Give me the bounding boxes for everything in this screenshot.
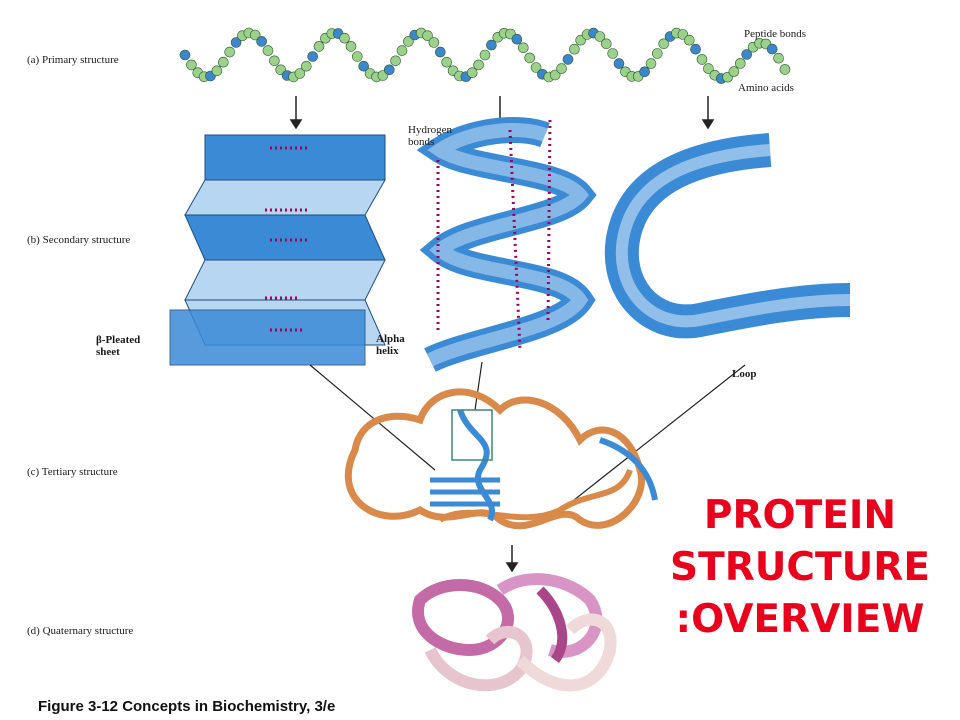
amino-acid-bead bbox=[741, 49, 753, 60]
amino-acid-bead bbox=[556, 63, 567, 74]
amino-acid-bead bbox=[645, 58, 657, 69]
tertiary-structure bbox=[344, 388, 658, 530]
amino-acid-bead bbox=[600, 38, 612, 50]
amino-acid-bead bbox=[403, 36, 414, 47]
amino-acid-bead bbox=[524, 52, 536, 64]
amino-acid-bead bbox=[690, 43, 701, 55]
amino-acid-bead bbox=[766, 43, 778, 55]
arrows-to-tertiary bbox=[309, 361, 746, 516]
amino-acid-bead bbox=[728, 66, 740, 77]
amino-acid-bead bbox=[351, 51, 363, 62]
amino-acid-bead bbox=[428, 37, 440, 48]
amino-acid-bead bbox=[294, 68, 306, 79]
loop-ribbon bbox=[604, 133, 851, 339]
amino-acid-bead bbox=[479, 49, 491, 61]
amino-acid-bead bbox=[466, 67, 478, 78]
amino-acid-bead bbox=[422, 30, 433, 42]
amino-acid-bead bbox=[594, 31, 606, 42]
amino-acid-bead bbox=[530, 62, 542, 73]
amino-acid-bead bbox=[211, 65, 223, 77]
tertiary-structure-label: (c) Tertiary structure bbox=[27, 466, 118, 478]
amino-acid-bead bbox=[218, 56, 229, 68]
peptide-bonds-label: Peptide bonds bbox=[744, 28, 807, 40]
secondary-structure-label: (b) Secondary structure bbox=[27, 234, 131, 246]
amino-acid-bead bbox=[345, 41, 357, 52]
primary-structure-chain bbox=[179, 27, 791, 84]
amino-acid-bead bbox=[434, 46, 446, 58]
alpha-helix bbox=[416, 117, 597, 372]
alpha-helix-label-1: Alpha bbox=[376, 333, 405, 345]
amino-acid-bead bbox=[383, 64, 395, 76]
quaternary-structure-label: (d) Quaternary structure bbox=[27, 625, 134, 637]
amino-acid-bead bbox=[779, 64, 791, 75]
hydrogen-bonds-label-2: bonds bbox=[408, 136, 435, 148]
amino-acid-bead bbox=[186, 59, 197, 71]
amino-acid-bead bbox=[262, 45, 274, 56]
amino-acid-bead bbox=[511, 33, 523, 45]
amino-acid-bead bbox=[639, 66, 650, 78]
page-title: PROTEIN STRUCTURE :OVERVIEW bbox=[650, 490, 950, 646]
beta-pleated-label-2: sheet bbox=[96, 346, 120, 358]
amino-acid-bead bbox=[224, 46, 235, 58]
amino-acid-bead bbox=[549, 69, 561, 81]
amino-acid-bead bbox=[651, 48, 663, 59]
amino-acid-bead bbox=[339, 32, 350, 44]
amino-acid-bead bbox=[358, 60, 370, 72]
loop-label: Loop bbox=[732, 368, 757, 380]
alpha-helix-label-2: helix bbox=[376, 345, 399, 357]
amino-acid-bead bbox=[256, 36, 267, 47]
amino-acid-bead bbox=[390, 55, 401, 67]
amino-acid-bead bbox=[696, 54, 708, 65]
amino-acid-bead bbox=[300, 60, 312, 72]
amino-acid-bead bbox=[613, 58, 625, 69]
amino-acid-bead bbox=[396, 45, 408, 56]
amino-acid-bead bbox=[517, 42, 529, 54]
title-line-1: PROTEIN bbox=[703, 493, 897, 538]
amino-acid-bead bbox=[703, 63, 714, 74]
amino-acid-bead bbox=[658, 38, 670, 50]
amino-acid-bead bbox=[473, 59, 484, 71]
amino-acid-bead bbox=[313, 41, 325, 52]
amino-acid-bead bbox=[269, 55, 280, 67]
beta-pleated-sheet bbox=[169, 134, 386, 366]
amino-acid-bead bbox=[569, 43, 580, 55]
amino-acid-bead bbox=[683, 34, 695, 46]
primary-structure-label: (a) Primary structure bbox=[27, 54, 119, 66]
amino-acid-bead bbox=[734, 58, 746, 69]
title-line-3: :OVERVIEW bbox=[675, 597, 925, 642]
quaternary-structure bbox=[412, 573, 617, 692]
amino-acid-bead bbox=[230, 37, 242, 48]
amino-acid-bead bbox=[773, 52, 784, 64]
amino-acid-bead bbox=[562, 54, 574, 65]
title-line-2: STRUCTURE bbox=[670, 545, 930, 590]
amino-acid-bead bbox=[179, 49, 191, 61]
amino-acid-bead bbox=[486, 39, 497, 51]
figure-caption: Figure 3-12 Concepts in Biochemistry, 3/… bbox=[38, 698, 336, 715]
amino-acid-bead bbox=[307, 51, 319, 62]
amino-acid-bead bbox=[441, 56, 453, 68]
amino-acids-label: Amino acids bbox=[738, 82, 794, 94]
amino-acid-bead bbox=[607, 48, 619, 59]
beta-pleated-label-1: β-Pleated bbox=[96, 334, 141, 346]
arrow-to-quaternary bbox=[505, 545, 519, 573]
hydrogen-bonds-label-1: Hydrogen bbox=[408, 124, 452, 136]
amino-acid-bead bbox=[249, 29, 261, 41]
